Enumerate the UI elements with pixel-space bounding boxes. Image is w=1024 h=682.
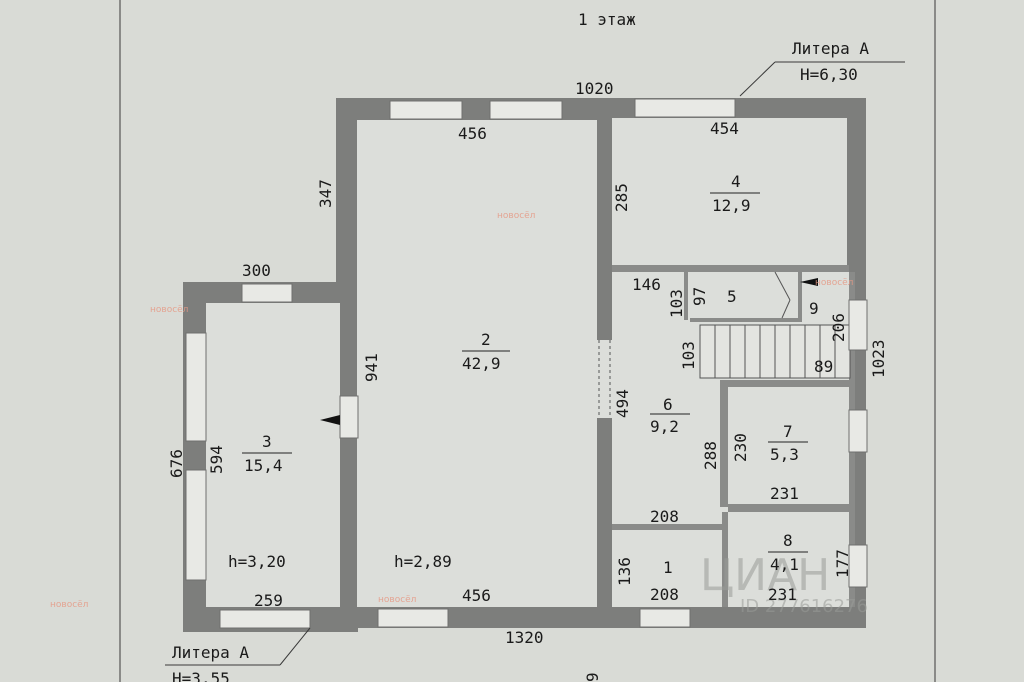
dim-left-676: 676 bbox=[167, 449, 186, 478]
watermark-cian: ЦИАН bbox=[700, 550, 830, 601]
litera-bottom-height: Н=3,55 bbox=[172, 669, 230, 682]
watermark-brand-5: новосёл bbox=[378, 595, 416, 605]
walls bbox=[183, 98, 866, 632]
dim-h-208a: 208 bbox=[650, 507, 679, 526]
dim-v-285: 285 bbox=[612, 183, 631, 212]
room-5-number: 5 bbox=[727, 287, 737, 306]
room-6-area: 9,2 bbox=[650, 417, 679, 436]
dim-h-208b: 208 bbox=[650, 585, 679, 604]
dim-room2-height: 941 bbox=[362, 353, 381, 382]
dim-bottom-259: 259 bbox=[254, 591, 283, 610]
watermark-cian-id: ID 277616276 bbox=[740, 596, 868, 617]
dim-v-103a: 103 bbox=[667, 289, 686, 318]
room-8-area: 4,1 bbox=[770, 555, 799, 574]
dim-h-89: 89 bbox=[814, 357, 833, 376]
room-8-number: 8 bbox=[783, 531, 793, 550]
room-9-number: 9 bbox=[809, 299, 819, 318]
dim-top-room2: 456 bbox=[458, 124, 487, 143]
room-2-area: 42,9 bbox=[462, 354, 501, 373]
dim-v-288: 288 bbox=[701, 441, 720, 470]
room-4-number: 4 bbox=[731, 172, 741, 191]
litera-top-name: Литера А bbox=[792, 39, 869, 58]
room-6-number: 6 bbox=[663, 395, 673, 414]
dim-h-146: 146 bbox=[632, 275, 661, 294]
room-7-number: 7 bbox=[783, 422, 793, 441]
dim-bottom-total: 1320 bbox=[505, 628, 544, 647]
watermark-brand-3: новосёл bbox=[815, 278, 853, 288]
dim-right-1023: 1023 bbox=[869, 339, 888, 378]
room-4-area: 12,9 bbox=[712, 196, 751, 215]
litera-top-height: Н=6,30 bbox=[800, 65, 858, 84]
room-3-number: 3 bbox=[262, 432, 272, 451]
litera-bottom-leader bbox=[279, 627, 311, 666]
floor-title: 1 этаж bbox=[578, 10, 636, 29]
watermark-brand-1: новосёл bbox=[497, 211, 535, 221]
dim-v-103b: 103 bbox=[679, 341, 698, 370]
room-2-number: 2 bbox=[481, 330, 491, 349]
room-1-number: 1 bbox=[663, 558, 673, 577]
watermark-brand-2: новосёл bbox=[150, 305, 188, 315]
room-3-area: 15,4 bbox=[244, 456, 283, 475]
dim-v-177: 177 bbox=[833, 549, 852, 578]
dim-ext-300: 300 bbox=[242, 261, 271, 280]
room-2-height: h=2,89 bbox=[394, 552, 452, 571]
litera-bottom-name: Литера А bbox=[172, 643, 249, 662]
entrance-arrow-stairs bbox=[800, 278, 818, 286]
dim-h-231a: 231 bbox=[770, 484, 799, 503]
dim-v-494: 494 bbox=[613, 389, 632, 418]
watermark-brand-4: новосёл bbox=[50, 600, 88, 610]
dim-left-347: 347 bbox=[316, 179, 335, 208]
dim-v-206: 206 bbox=[829, 313, 848, 342]
dim-v-230: 230 bbox=[731, 433, 750, 462]
litera-top-leader bbox=[739, 61, 776, 97]
edge-digit: 9 bbox=[583, 672, 602, 682]
dim-top-room4: 454 bbox=[710, 119, 739, 138]
watermarks: новосёл новосёл новосёл новосёл новосёл … bbox=[50, 211, 868, 617]
dim-bottom-456: 456 bbox=[462, 586, 491, 605]
room-7-area: 5,3 bbox=[770, 445, 799, 464]
entrance-arrow bbox=[320, 415, 340, 425]
dim-h-231b: 231 bbox=[768, 585, 797, 604]
windows bbox=[185, 98, 868, 629]
dim-v-97: 97 bbox=[690, 287, 709, 306]
dim-top-total: 1020 bbox=[575, 79, 614, 98]
dim-v-136: 136 bbox=[615, 557, 634, 586]
area-fraction-lines bbox=[242, 192, 808, 553]
dim-room3-height: 594 bbox=[207, 445, 226, 474]
room-3-height: h=3,20 bbox=[228, 552, 286, 571]
